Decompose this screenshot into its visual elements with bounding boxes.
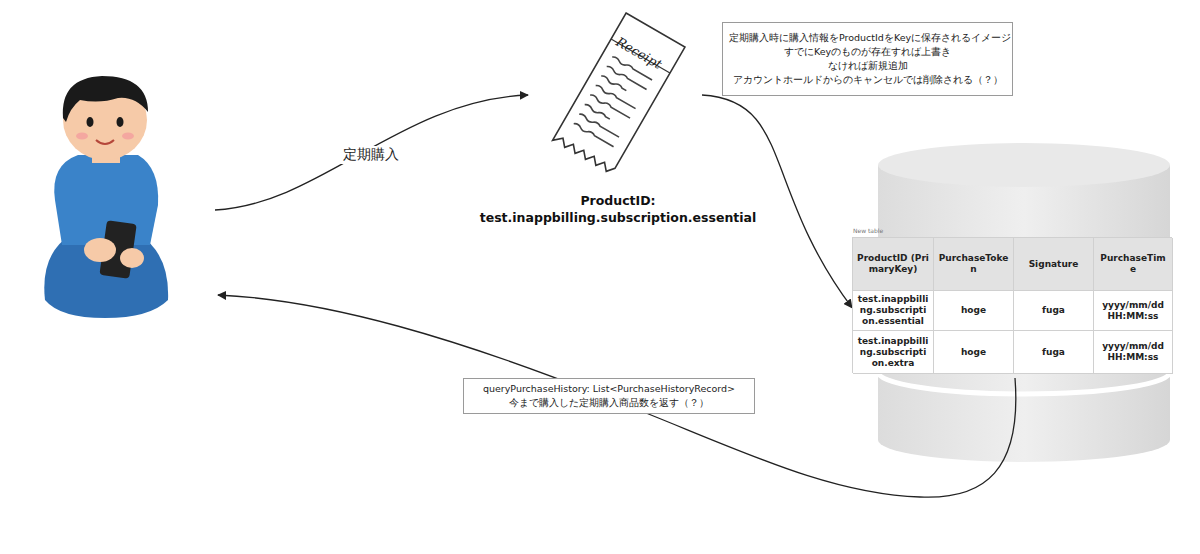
callout-box: queryPurchaseHistory: List<PurchaseHisto…	[463, 378, 755, 414]
table-cell: fuga	[1014, 291, 1094, 331]
table-cell: fuga	[1014, 331, 1094, 374]
person-illustration	[44, 76, 168, 318]
product-id-heading: ProductID: test.inappbilling.subscriptio…	[468, 192, 768, 226]
table-cell: test.inappbilling.subscription.extra	[853, 331, 934, 374]
table-caption: New table	[853, 227, 883, 234]
table-cell: hoge	[934, 331, 1014, 374]
header-cell: PurchaseTime	[1094, 238, 1173, 291]
note-box: 定期購入時に購入情報をProductIdをKeyに保存されるイメージすでにKey…	[722, 22, 1013, 96]
note-line: すでにKeyのものが存在すれば上書き	[729, 45, 1006, 59]
purchase-flow-line	[215, 95, 528, 210]
table-cell: hoge	[934, 291, 1014, 331]
flow-connector	[702, 95, 852, 308]
header-cell: ProductID (PrimaryKey)	[853, 238, 934, 291]
table-cell: test.inappbilling.subscription.essential	[853, 291, 934, 331]
note-line: 今まで購入した定期購入商品数を返す（？）	[470, 396, 748, 410]
header-cell: Signature	[1014, 238, 1094, 291]
note-line: なければ新規追加	[729, 59, 1006, 73]
header-cell: PurchaseToken	[934, 238, 1014, 291]
flow-label: 定期購入	[340, 146, 402, 164]
table-node: New tableProductID (PrimaryKey)PurchaseT…	[852, 237, 1172, 373]
note-line: queryPurchaseHistory: List<PurchaseHisto…	[470, 382, 748, 396]
receipt-node: ReceiptProductID: test.inappbilling.subs…	[528, 10, 708, 180]
note-line: 定期購入時に購入情報をProductIdをKeyに保存されるイメージ	[729, 31, 1006, 45]
note-line: アカウントホールドからのキャンセルでは削除される（？）	[729, 73, 1006, 87]
table-cell: yyyy/mm/dd HH:MM:ss	[1094, 331, 1173, 374]
receipt-shape	[528, 10, 708, 180]
table-cell: yyyy/mm/dd HH:MM:ss	[1094, 291, 1173, 331]
